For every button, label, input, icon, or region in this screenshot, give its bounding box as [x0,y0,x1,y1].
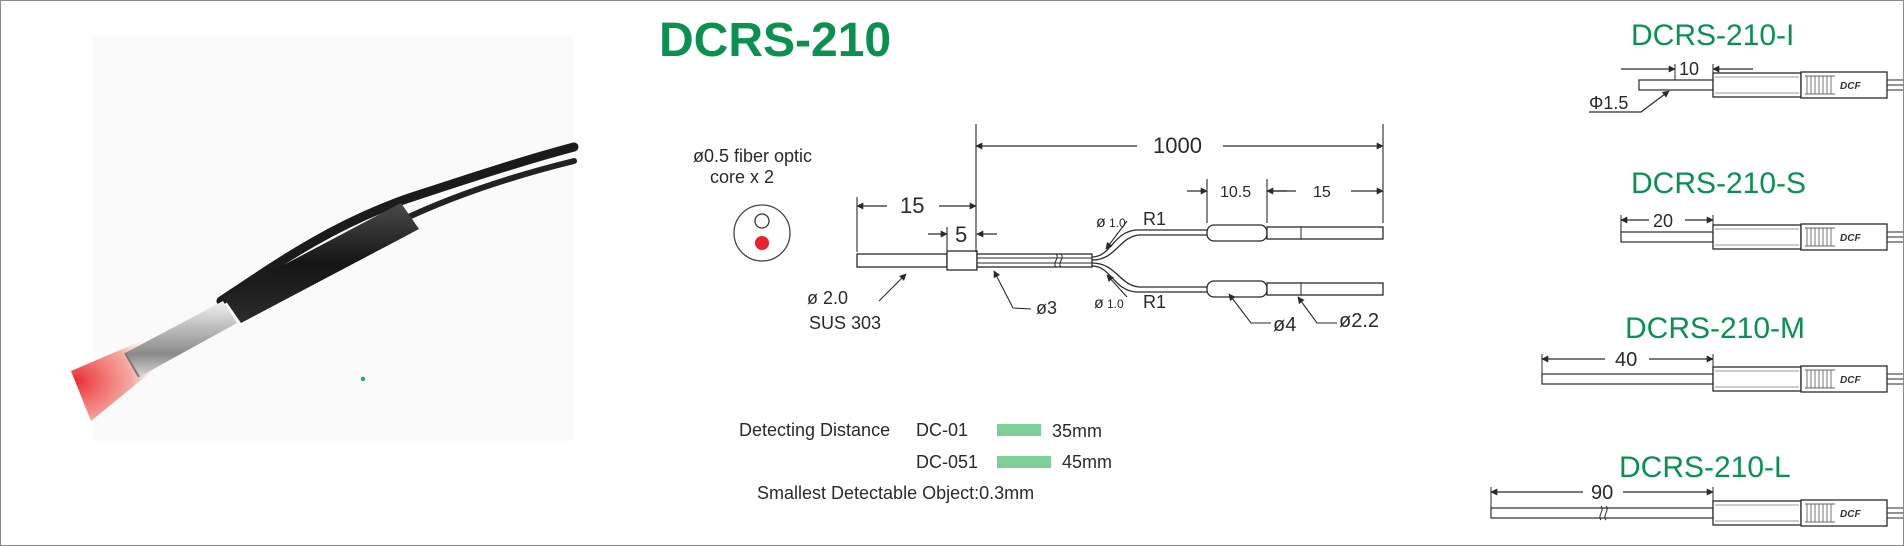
probe-sleeve [976,253,1093,268]
material-label: SUS 303 [809,313,881,333]
variant-m-length: 40 [1615,349,1637,371]
variant-m-title: DCRS-210-M [1625,312,1805,345]
dim-phi1-0-upper-sym: ø [1096,214,1106,231]
dim-phi4: ø4 [1273,314,1296,336]
variant-s: DCRS-210-S 20 DCF [1620,167,1903,251]
dim-phi1-0-upper-num: 1.0 [1109,216,1126,230]
brand-mark-s: DCF [1840,233,1861,244]
fiber-cable-1 [216,142,579,306]
distance-dc-01: 35mm [1052,421,1102,441]
probe-tip [856,253,948,268]
green-speck [360,376,366,382]
break-mark [1054,253,1063,268]
dim-5: 5 [955,222,967,247]
distance-bar-dc-01 [997,424,1041,436]
sleeve-lines [977,257,1092,264]
dim-15-right: 15 [1313,184,1331,201]
upper-connector-body [1206,224,1268,242]
cable-lower-a [1091,262,1207,288]
dim-r1-upper: R1 [1143,209,1166,229]
distance-bar-dc-051 [997,456,1051,468]
model-dc-051: DC-051 [916,452,978,472]
core-white-dot [754,213,770,229]
tip-face [124,352,140,378]
dim-phi1-0-lower-sym: ø [1094,295,1104,312]
fiber-cable-2 [393,158,577,226]
variant-i-diameter: Φ1.5 [1589,93,1628,113]
detecting-distance-label: Detecting Distance [739,420,890,440]
variant-i-title: DCRS-210-I [1631,19,1794,52]
main-title: DCRS-210 [659,14,891,67]
dim-phi3: ø3 [1036,298,1057,318]
steel-tip [125,301,237,377]
variant-i: DCRS-210-I 10 Φ1.5 DCF [1589,19,1903,113]
cable-lower-b [1091,265,1207,293]
lower-connector-body [1206,280,1268,298]
variant-l-title: DCRS-210-L [1619,451,1791,484]
product-photo [71,36,579,441]
brand-mark-i: DCF [1840,81,1861,92]
probe-collar [946,250,978,271]
shrink-sleeve [223,203,419,323]
dim-phi1-0-lower-num: 1.0 [1107,297,1124,311]
lower-connector-tube [1266,282,1384,296]
core-circle [733,204,791,262]
dim-phi2-0: ø 2.0 [807,288,848,308]
core-section: ø0.5 fiber optic core x 2 [693,146,812,262]
variant-l-length: 90 [1591,482,1613,504]
core-red-dot [755,236,769,250]
upper-connector-tube [1266,226,1384,240]
detection-info: Detecting Distance DC-01 35mm DC-051 45m… [739,420,1112,503]
dim-15-left: 15 [900,193,924,218]
main-drawing [856,124,1384,324]
smallest-object-label: Smallest Detectable Object:0.3mm [757,483,1034,503]
distance-dc-051: 45mm [1062,452,1112,472]
cable-upper-a [1091,229,1207,258]
dim-10-5: 10.5 [1220,184,1251,201]
brand-mark-m: DCF [1840,375,1861,386]
model-dc-01: DC-01 [916,420,968,440]
variant-m: DCRS-210-M 40 DCF [1541,312,1903,393]
dim-1000: 1000 [1153,133,1202,158]
variant-i-length: 10 [1679,59,1699,79]
core-label-line2: core x 2 [710,167,774,187]
variant-s-length: 20 [1653,211,1673,231]
core-label-line1: ø0.5 fiber optic [693,146,812,166]
dim-r1-lower: R1 [1143,292,1166,312]
variant-s-title: DCRS-210-S [1631,167,1806,200]
brand-mark-l: DCF [1840,509,1861,520]
dim-phi2-2: ø2.2 [1339,310,1379,332]
cable-upper-b [1091,234,1207,261]
photo-backdrop [93,36,573,441]
variant-l: DCRS-210-L 90 DCF [1490,451,1903,527]
